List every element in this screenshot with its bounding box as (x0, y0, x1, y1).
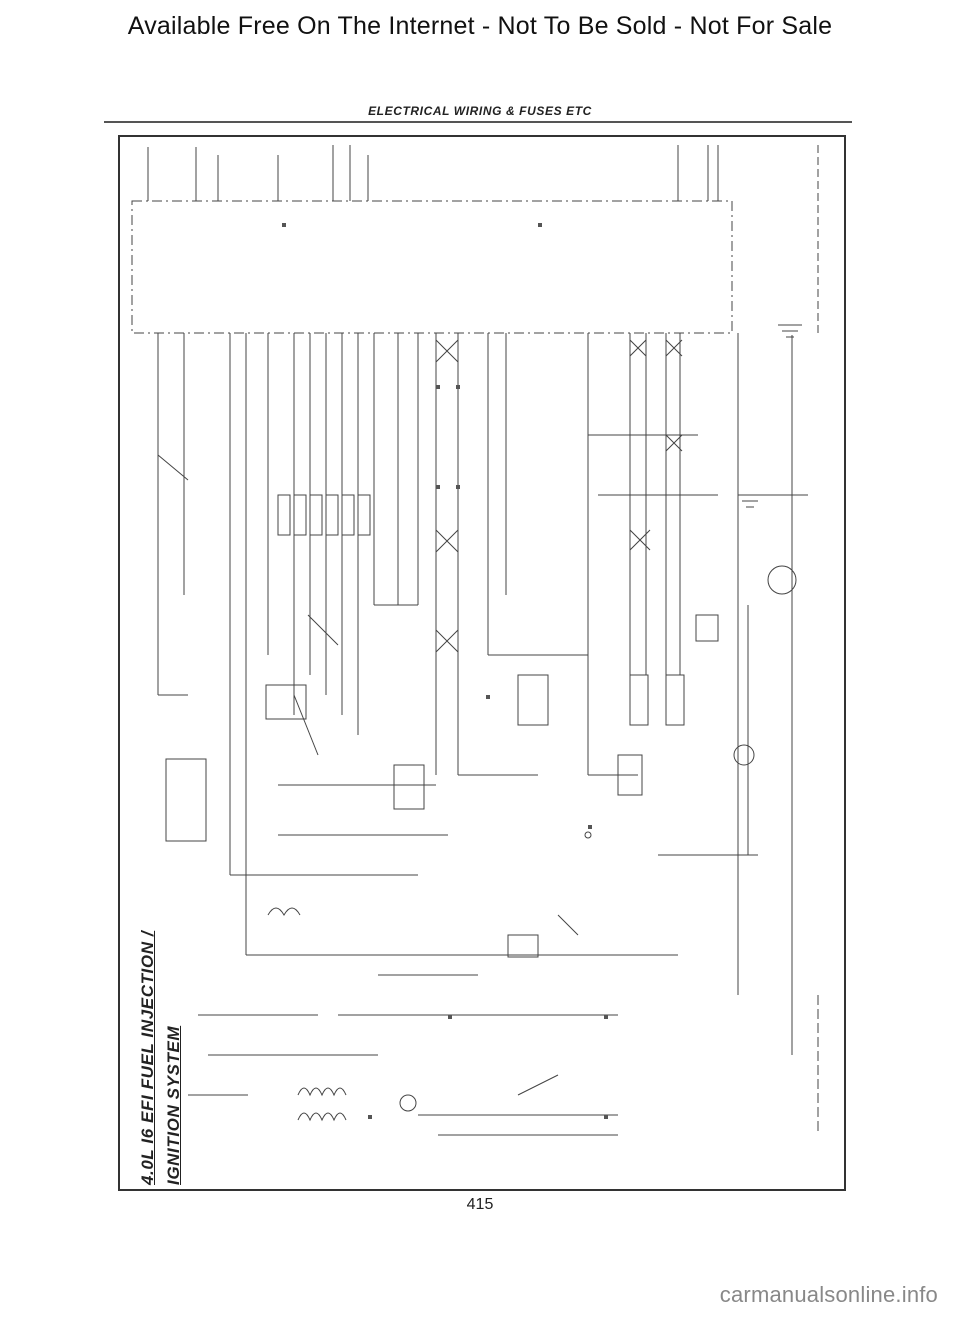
system-title-line-2: IGNITION SYSTEM (164, 1025, 183, 1185)
footer-watermark[interactable]: carmanualsonline.info (719, 1282, 938, 1307)
wiring-diagram (118, 135, 846, 1191)
ecu-box (131, 200, 733, 334)
page-number: 415 (466, 1196, 494, 1213)
motor-symbols (399, 565, 797, 1112)
ecu-output-wires (157, 333, 793, 1055)
section-title: ELECTRICAL WIRING & FUSES ETC (368, 104, 592, 118)
twisted-pair-crossings (435, 339, 683, 653)
wire-marker-dots (282, 223, 608, 1119)
top-banner: Available Free On The Internet - Not To … (127, 12, 833, 40)
diagonal-wires (157, 454, 579, 1096)
system-title: 4.0L I6 EFI FUEL INJECTION / IGNITION SY… (135, 931, 187, 1185)
ecu-connector-lines (147, 145, 819, 335)
horizontal-wire-runs (158, 434, 808, 1136)
component-boxes (165, 494, 719, 958)
system-title-line-1: 4.0L I6 EFI FUEL INJECTION / (138, 930, 157, 1185)
ignition-coils (267, 907, 347, 1122)
wiring-diagram-drawing (131, 145, 819, 1136)
header-rule (104, 121, 852, 123)
ground-symbols (738, 324, 802, 508)
diagram-frame (118, 135, 846, 1191)
